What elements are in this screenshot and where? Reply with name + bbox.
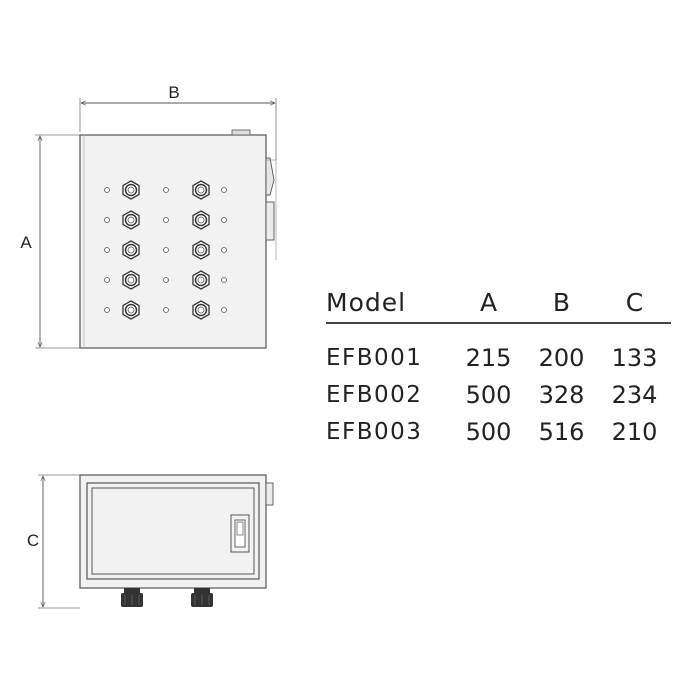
cell-c: 133 bbox=[611, 343, 658, 372]
table-row: EFB002 500 328 234 bbox=[326, 376, 671, 413]
screw-hole bbox=[221, 277, 227, 283]
side-bracket bbox=[265, 201, 275, 241]
gland-grid bbox=[104, 180, 227, 320]
cable-gland bbox=[192, 300, 210, 320]
cable-gland bbox=[122, 270, 140, 290]
screw-hole bbox=[163, 217, 169, 223]
top-latch bbox=[231, 129, 251, 136]
door-frame bbox=[86, 482, 260, 580]
cell-a: 500 bbox=[465, 380, 512, 409]
side-view: C bbox=[27, 474, 274, 609]
cell-a: 500 bbox=[465, 417, 512, 446]
spec-table: Model A B C EFB001 215 200 133 EFB002 50… bbox=[326, 282, 671, 450]
cable-gland bbox=[122, 300, 140, 320]
bottom-gland-right bbox=[191, 588, 213, 607]
screw-hole bbox=[163, 247, 169, 253]
header-model: Model bbox=[326, 287, 407, 317]
cell-model: EFB002 bbox=[326, 381, 423, 408]
screw-hole bbox=[221, 247, 227, 253]
cell-b: 200 bbox=[538, 343, 585, 372]
dimension-b-label: B bbox=[168, 83, 179, 102]
screw-hole bbox=[163, 187, 169, 193]
cell-c: 234 bbox=[611, 380, 658, 409]
header-b: B bbox=[552, 287, 571, 317]
table-row: EFB003 500 516 210 bbox=[326, 413, 671, 450]
cell-model: EFB003 bbox=[326, 418, 423, 445]
header-c: C bbox=[625, 287, 644, 317]
dimension-a: A bbox=[20, 134, 80, 349]
screw-hole bbox=[104, 307, 110, 313]
dimension-b: B bbox=[79, 83, 277, 160]
enclosure-front bbox=[79, 134, 267, 349]
cell-b: 516 bbox=[538, 417, 585, 446]
dimension-c: C bbox=[27, 474, 80, 609]
screw-hole bbox=[221, 187, 227, 193]
bottom-gland-left bbox=[121, 588, 143, 607]
screw-hole bbox=[163, 277, 169, 283]
cable-gland bbox=[192, 270, 210, 290]
cable-gland bbox=[192, 180, 210, 200]
side-hinge bbox=[265, 482, 274, 506]
table-header: Model A B C bbox=[326, 282, 671, 324]
cable-gland bbox=[122, 240, 140, 260]
cable-gland bbox=[122, 210, 140, 230]
table-row: EFB001 215 200 133 bbox=[326, 339, 671, 376]
dimension-a-label: A bbox=[20, 233, 32, 252]
screw-hole bbox=[221, 217, 227, 223]
cable-gland bbox=[192, 240, 210, 260]
screw-hole bbox=[221, 307, 227, 313]
cell-a: 215 bbox=[465, 343, 512, 372]
screw-hole bbox=[104, 247, 110, 253]
screw-hole bbox=[104, 277, 110, 283]
side-latch bbox=[265, 157, 275, 196]
cell-b: 328 bbox=[538, 380, 585, 409]
screw-hole bbox=[163, 307, 169, 313]
screw-hole bbox=[104, 217, 110, 223]
header-a: A bbox=[479, 287, 498, 317]
cell-c: 210 bbox=[611, 417, 658, 446]
cable-gland bbox=[192, 210, 210, 230]
cell-model: EFB001 bbox=[326, 344, 423, 371]
dimension-c-label: C bbox=[27, 531, 39, 550]
front-view: B A bbox=[20, 83, 277, 349]
screw-hole bbox=[104, 187, 110, 193]
door-latch bbox=[230, 514, 250, 553]
cable-gland bbox=[122, 180, 140, 200]
